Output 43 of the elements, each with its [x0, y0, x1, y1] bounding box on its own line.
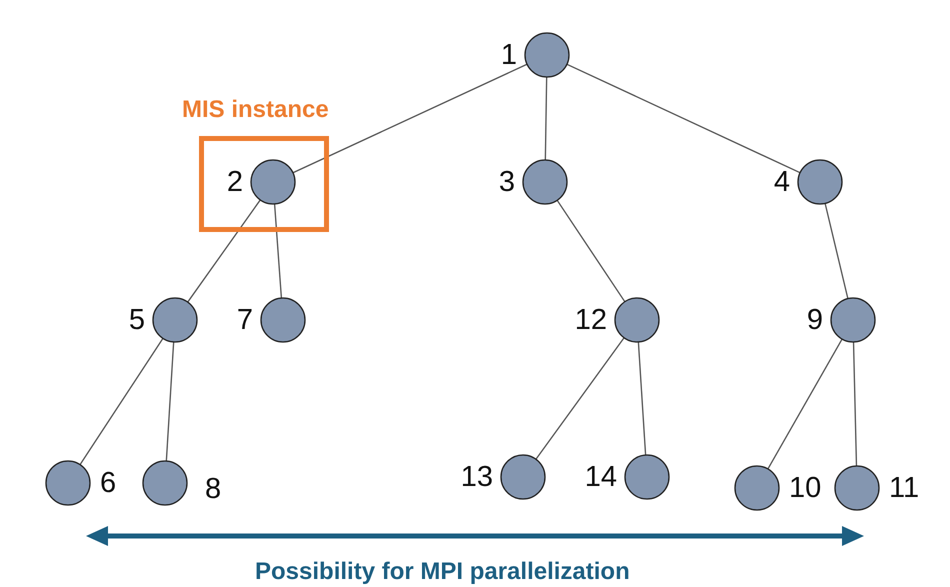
node-number: 14 [584, 463, 617, 492]
node-number: 12 [574, 306, 607, 335]
tree-edge [852, 342, 858, 466]
frame-heading: MIS instance [182, 98, 329, 122]
tree-node-circle [500, 454, 546, 500]
tree-edge [566, 64, 800, 174]
tree-edge [556, 200, 626, 302]
node-number: 11 [889, 474, 920, 503]
tree-edge [274, 204, 282, 298]
tree-edge [187, 200, 261, 302]
node-number: 6 [100, 469, 116, 498]
caption-text: Possibility for MPI parallelization [255, 560, 630, 584]
tree-edge [292, 64, 528, 174]
tree-edge [166, 342, 174, 462]
tree-node-circle [260, 297, 306, 343]
node-number: 2 [226, 168, 243, 197]
node-number: 8 [205, 475, 222, 504]
tree-node-circle [830, 297, 876, 343]
node-number: 4 [774, 168, 790, 197]
tree-node-circle [624, 454, 670, 500]
tree-node-circle [250, 159, 296, 205]
tree-node-circle [142, 460, 188, 506]
tree-node-circle [734, 465, 780, 511]
tree-edge [80, 338, 164, 465]
tree-edge [767, 338, 843, 470]
node-number: 3 [498, 168, 515, 197]
tree-edge [824, 203, 849, 299]
tree-node-circle [522, 159, 568, 205]
tree-node-circle [45, 460, 91, 506]
node-number: 10 [789, 474, 822, 503]
tree-edge [544, 76, 548, 160]
node-number: 9 [806, 306, 823, 335]
tree-node-circle [152, 297, 198, 343]
tree-node-circle [797, 159, 843, 205]
tree-node-circle [834, 465, 880, 511]
tree-edge [535, 337, 625, 460]
tree-node-circle [614, 297, 660, 343]
node-number: 7 [236, 306, 253, 335]
node-number: 13 [460, 463, 493, 492]
tree-edge [638, 342, 646, 456]
tree-node-circle [524, 32, 570, 78]
node-number: 5 [128, 306, 145, 335]
node-number: 1 [500, 41, 517, 70]
